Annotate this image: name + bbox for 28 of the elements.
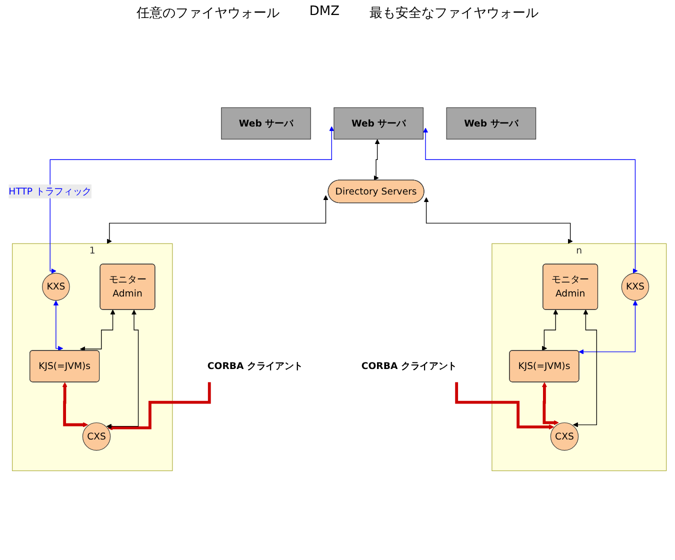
- node-text: CORBA クライアント: [207, 360, 304, 372]
- arrow: [80, 309, 116, 352]
- node-box: Web サーバ: [221, 107, 311, 140]
- arrow: [108, 382, 211, 430]
- node-circle: KXS: [621, 272, 650, 300]
- node-box: Web サーバ: [446, 107, 536, 140]
- node-circle: CXS: [550, 422, 579, 450]
- arrow: [374, 138, 380, 180]
- arrow: [424, 197, 573, 244]
- arrow: [50, 126, 334, 274]
- firewall-label: 最も安全なファイヤウォール: [370, 5, 539, 22]
- node-box: Web サーバ: [334, 107, 424, 140]
- node-text: CORBA クライアント: [361, 360, 457, 372]
- zone-label: DMZ: [309, 4, 340, 21]
- arrow: [422, 127, 638, 274]
- arrow: [572, 309, 598, 428]
- arrow: [106, 310, 139, 429]
- node-circle: KXS: [42, 272, 70, 300]
- firewall-label: 任意のファイヤウォール: [136, 5, 280, 22]
- arrow: [578, 300, 638, 354]
- arrow: [542, 382, 559, 426]
- arrow: [542, 309, 558, 351]
- arrow: [53, 300, 64, 351]
- node-circle: CXS: [82, 422, 111, 450]
- edge-label: HTTP トラフィック: [8, 185, 92, 196]
- arrow: [106, 194, 328, 244]
- arrow: [455, 382, 554, 430]
- arrow: [62, 382, 88, 428]
